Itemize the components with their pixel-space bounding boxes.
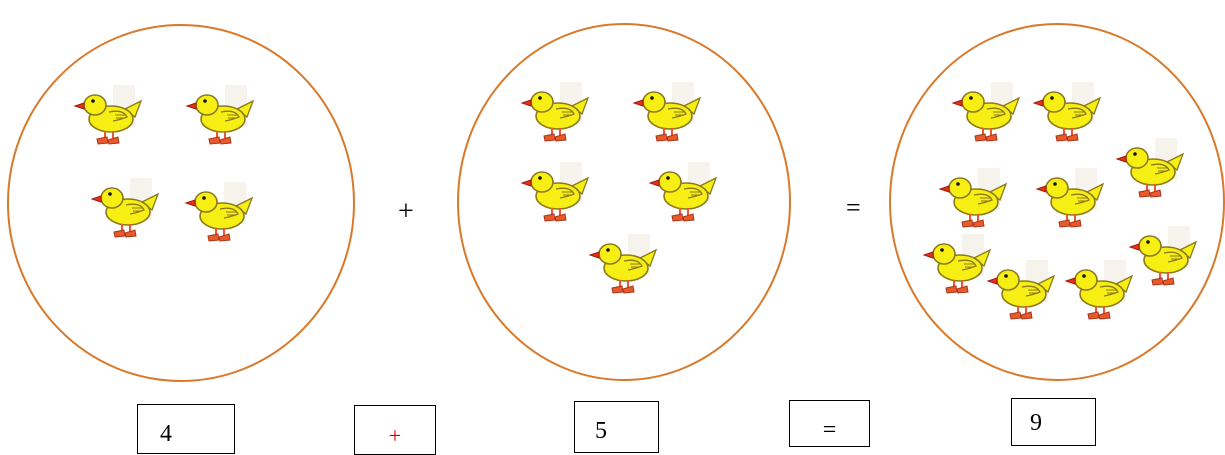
duck-icon bbox=[650, 162, 716, 221]
duck-icon bbox=[1066, 260, 1132, 319]
answer-box-second[interactable]: 5 bbox=[574, 401, 659, 453]
duck-icon bbox=[522, 162, 588, 221]
duck-icon bbox=[634, 82, 700, 141]
duck-icon bbox=[187, 85, 253, 144]
duck-icon bbox=[1117, 138, 1183, 197]
duck-icon bbox=[522, 82, 588, 141]
duck-icon bbox=[92, 178, 158, 237]
answer-box-equals-value: = bbox=[823, 418, 837, 442]
duck-icon bbox=[75, 85, 141, 144]
group-circle-first bbox=[8, 25, 354, 381]
duck-icon bbox=[924, 234, 990, 293]
duck-icon bbox=[1037, 168, 1103, 227]
answer-box-second-value: 5 bbox=[595, 419, 607, 443]
answer-box-first[interactable]: 4 bbox=[137, 404, 235, 454]
answer-box-first-value: 4 bbox=[160, 422, 172, 446]
duck-icon bbox=[1130, 226, 1196, 285]
duck-icon bbox=[1034, 82, 1100, 141]
equals-operator: = bbox=[846, 195, 861, 221]
duck-icon bbox=[988, 260, 1054, 319]
duck-icon bbox=[953, 82, 1019, 141]
answer-box-result-value: 9 bbox=[1030, 411, 1042, 435]
duck-icon bbox=[940, 168, 1006, 227]
group-circle-second bbox=[458, 24, 790, 380]
duck-icon bbox=[186, 182, 252, 241]
answer-box-result[interactable]: 9 bbox=[1011, 398, 1096, 446]
answer-box-operator-value: + bbox=[389, 425, 401, 447]
plus-operator: + bbox=[398, 198, 414, 226]
answer-box-operator[interactable]: + bbox=[354, 405, 436, 455]
duck-icon bbox=[590, 234, 656, 293]
answer-box-equals[interactable]: = bbox=[789, 400, 870, 447]
